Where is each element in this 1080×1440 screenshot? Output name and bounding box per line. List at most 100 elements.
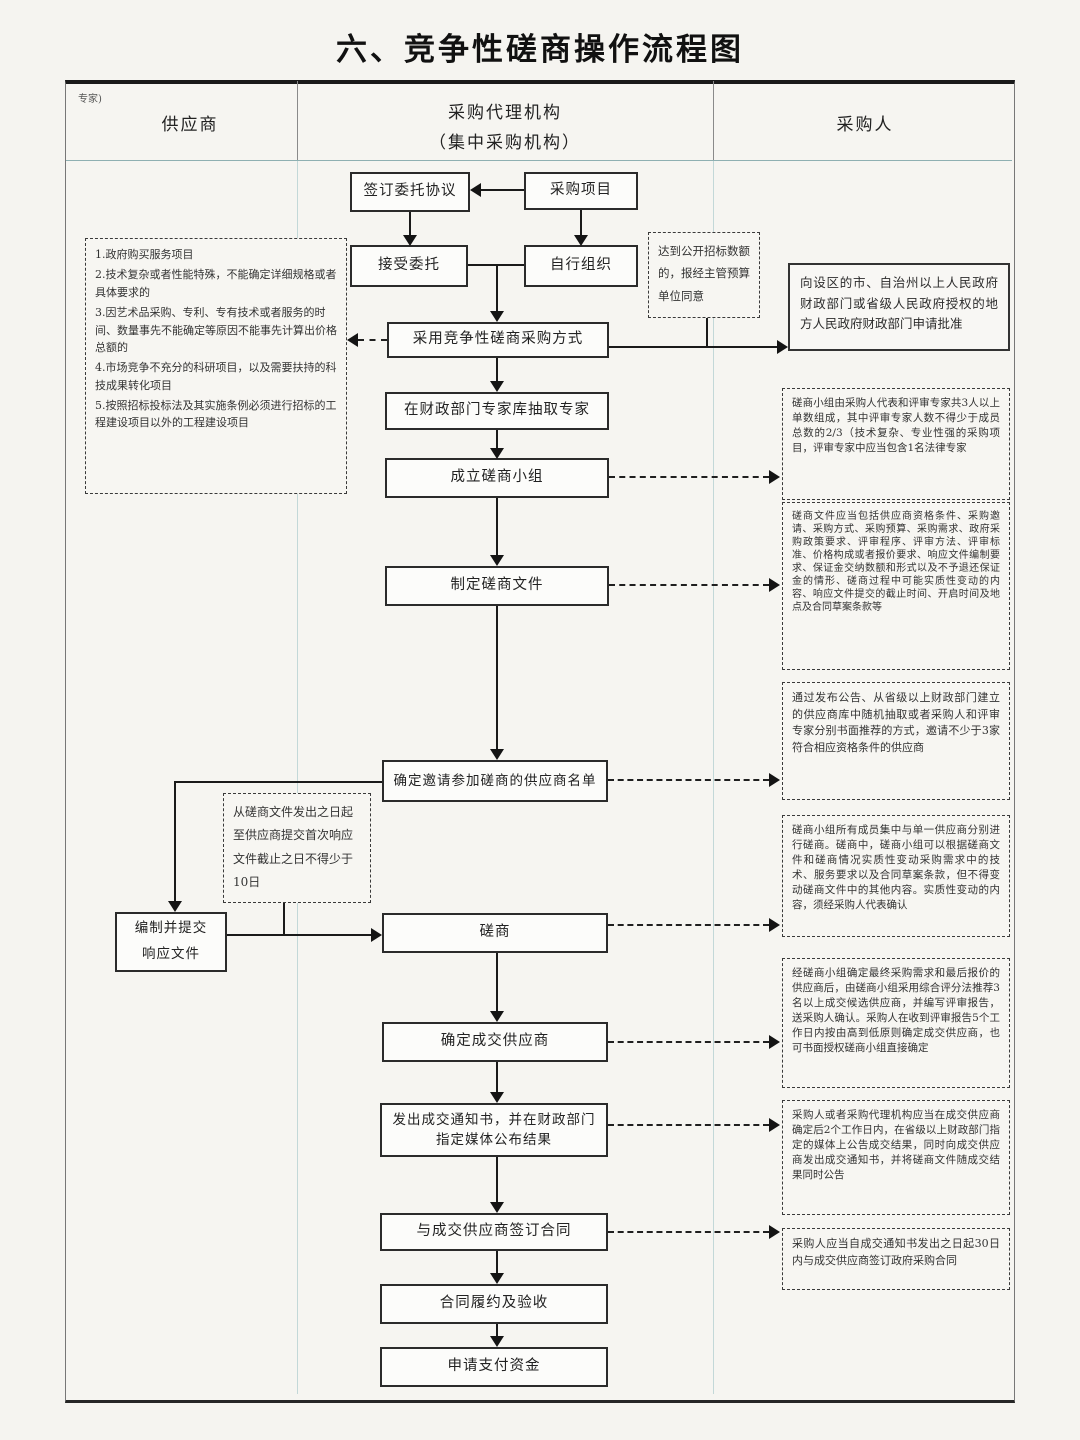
connector-line (580, 210, 582, 237)
note-invite-method: 通过发布公告、从省级以上财政部门建立的供应商库中随机抽取或者采购人和评审专家分别… (782, 682, 1010, 800)
connector-line (496, 358, 498, 383)
column-header-supplier: 供应商 (161, 115, 219, 135)
page-title: 六、竞争性磋商操作流程图 (336, 32, 744, 68)
connector-line (481, 189, 524, 191)
node-label: 成立磋商小组 (450, 469, 544, 486)
dashed-connector (608, 1124, 769, 1126)
condition-item: 2.技术复杂或者性能特殊，不能确定详细规格或者具体要求的 (95, 268, 337, 299)
arrowhead-right (769, 470, 780, 484)
arrowhead-right (769, 1118, 780, 1132)
condition-item: 5.按照招标投标法及其实施条例必须进行招标的工程建设项目以外的工程建设项目 (95, 399, 337, 430)
node-label: 合同履约及验收 (439, 1295, 549, 1312)
node-sign-contract: 与成交供应商签订合同 (380, 1213, 608, 1251)
node-make-documents: 制定磋商文件 (385, 566, 609, 606)
connector-line (496, 1324, 498, 1339)
arrowhead-left (470, 183, 481, 197)
node-issue-notice: 发出成交通知书，并在财政部门指定媒体公布结果 (380, 1103, 608, 1157)
connector-line (496, 606, 498, 750)
node-contract-acceptance: 合同履约及验收 (380, 1284, 608, 1324)
note-winner-rule: 经磋商小组确定最终采购需求和最后报价的供应商后，由磋商小组采用综合评分法推荐3名… (782, 958, 1010, 1088)
dashed-connector (608, 924, 769, 926)
node-label: 申请支付资金 (447, 1358, 541, 1375)
arrowhead-down (490, 448, 504, 459)
column-header-purchaser: 采购人 (836, 115, 894, 135)
header-underline (66, 160, 1012, 161)
arrowhead-down (403, 235, 417, 246)
header-divider-left (297, 81, 298, 160)
arrowhead-down (490, 555, 504, 566)
node-label: 响应文件 (142, 946, 200, 962)
arrowhead-right (769, 1225, 780, 1239)
note-notice-rule: 采购人或者采购代理机构应当在成交供应商确定后2个工作日内，在省级以上财政部门指定… (782, 1100, 1010, 1215)
arrowhead-right (769, 1035, 780, 1049)
node-determine-winner: 确定成交供应商 (382, 1022, 608, 1062)
connector-line (283, 903, 285, 934)
condition-item: 4.市场竞争不充分的科研项目，以及需要扶持的科技成果转化项目 (95, 361, 337, 392)
column-divider-right (713, 161, 714, 1394)
arrowhead-down (490, 381, 504, 392)
connector-line (227, 934, 372, 936)
dashed-connector (609, 584, 769, 586)
connector-line (496, 264, 498, 312)
connector-line (496, 1062, 498, 1095)
note-apply-approval: 向设区的市、自治州以上人民政府财政部门或省级人民政府授权的地方人民政府财政部门申… (788, 263, 1010, 351)
node-label: 发出成交通知书，并在财政部门指定媒体公布结果 (392, 1111, 596, 1148)
connector-line (496, 498, 498, 556)
node-sign-agreement: 签订委托协议 (350, 172, 470, 212)
node-label: 接受委托 (378, 257, 440, 274)
condition-item: 1.政府购买服务项目 (95, 248, 194, 261)
note-ten-days: 从磋商文件发出之日起至供应商提交首次响应文件截止之日不得少于10日 (223, 793, 371, 903)
note-consultation-rule: 磋商小组所有成员集中与单一供应商分别进行磋商。磋商中，磋商小组可以根据磋商文件和… (782, 815, 1010, 937)
connector-line (706, 318, 708, 346)
column-divider-left (297, 161, 298, 1394)
arrowhead-right (769, 773, 780, 787)
arrowhead-down (574, 235, 588, 246)
dashed-connector (608, 779, 769, 781)
note-group-composition: 磋商小组由采购人代表和评审专家共3人以上单数组成，其中评审专家人数不得少于成员总… (782, 388, 1010, 500)
note-conditions: 1.政府购买服务项目 2.技术复杂或者性能特殊，不能确定详细规格或者具体要求的 … (85, 238, 347, 494)
node-apply-payment: 申请支付资金 (380, 1347, 608, 1387)
node-self-organize: 自行组织 (524, 245, 638, 287)
node-label: 签订委托协议 (363, 183, 457, 200)
node-label: 确定成交供应商 (440, 1033, 550, 1050)
condition-item: 3.因艺术品采购、专利、专有技术或者服务的时间、数量事先不能确定等原因不能事先计… (95, 306, 337, 354)
node-label: 与成交供应商签订合同 (416, 1223, 572, 1240)
node-form-group: 成立磋商小组 (385, 458, 609, 498)
arrowhead-down (490, 1202, 504, 1213)
node-prepare-response: 编制并提交 响应文件 (115, 912, 227, 972)
arrowhead-right (769, 918, 780, 932)
column-header-agency-line1: 采购代理机构 (448, 103, 562, 123)
dashed-connector (609, 476, 769, 478)
arrowhead-left (347, 333, 358, 347)
note-contract-rule: 采购人应当自成交通知书发出之日起30日内与成交供应商签订政府采购合同 (782, 1228, 1010, 1290)
arrowhead-down (490, 1092, 504, 1103)
arrowhead-down (490, 311, 504, 322)
dashed-connector (608, 1231, 769, 1233)
node-extract-experts: 在财政部门专家库抽取专家 (385, 392, 609, 430)
connector-line (175, 781, 382, 783)
arrowhead-down (168, 901, 182, 912)
node-label: 自行组织 (550, 257, 612, 274)
node-label: 磋商 (479, 924, 511, 941)
connector-line (496, 953, 498, 1013)
arrowhead-right (769, 578, 780, 592)
arrowhead-down (490, 1011, 504, 1022)
node-label: 在财政部门专家库抽取专家 (404, 402, 590, 419)
column-header-agency-line2: （集中采购机构） (429, 133, 581, 153)
header-divider-right (713, 81, 714, 160)
note-document-contents: 磋商文件应当包括供应商资格条件、采购邀请、采购方式、采购预算、采购需求、政府采购… (782, 502, 1010, 670)
node-determine-supplier-list: 确定邀请参加磋商的供应商名单 (382, 760, 608, 802)
arrowhead-right (777, 340, 788, 354)
corner-note: 专家) (78, 94, 102, 105)
connector-line (174, 781, 176, 902)
node-label: 确定邀请参加磋商的供应商名单 (393, 772, 597, 789)
note-public-bid-amount: 达到公开招标数额的，报经主管预算单位同意 (648, 232, 760, 318)
node-label: 编制并提交 (134, 920, 208, 937)
arrowhead-down (490, 1273, 504, 1284)
connector-line (496, 1157, 498, 1205)
arrowhead-right (371, 928, 382, 942)
node-procurement-project: 采购项目 (524, 172, 638, 210)
node-consultation: 磋商 (382, 913, 608, 953)
connector-line (609, 346, 777, 348)
dashed-connector (608, 1041, 769, 1043)
